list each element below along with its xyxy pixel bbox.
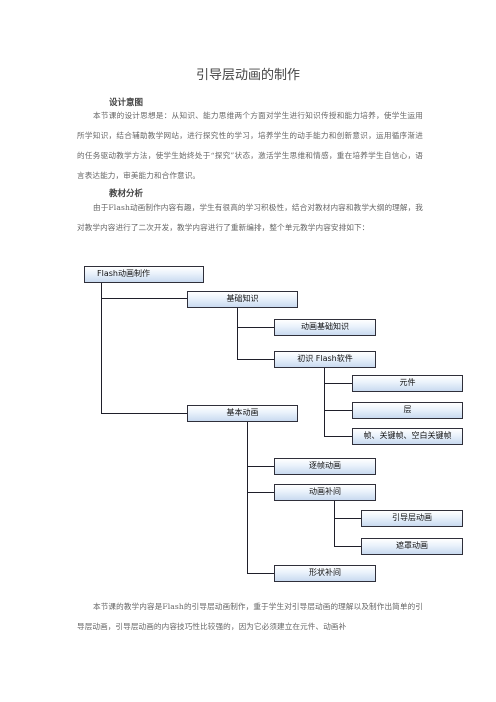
connector bbox=[334, 501, 336, 547]
connector bbox=[101, 413, 187, 415]
root-connector bbox=[101, 283, 103, 414]
tree-node-mask: 遮罩动画 bbox=[361, 538, 463, 555]
connector bbox=[237, 308, 239, 360]
connector bbox=[247, 466, 274, 468]
connector bbox=[324, 383, 352, 385]
tree-node-root: Flash动画制作 bbox=[84, 266, 204, 283]
tree-node-layer: 层 bbox=[352, 402, 463, 419]
analysis-paragraph: 由于Flash动画制作内容有趣，学生有很高的学习积极性，结合对教材内容和教学大纲… bbox=[77, 203, 423, 232]
page-title: 引导层动画的制作 bbox=[195, 68, 300, 83]
connector bbox=[324, 436, 352, 438]
tree-node-basic-animation: 基本动画 bbox=[187, 405, 298, 422]
tree-node-intro-flash: 初识 Flash软件 bbox=[274, 351, 376, 368]
tree-node-basic-knowledge: 基础知识 bbox=[187, 291, 298, 308]
tree-node-animation-basics: 动画基础知识 bbox=[274, 319, 376, 336]
design-paragraph: 本节课的设计思想是：从知识、能力思维两个方面对学生进行知识传授和能力培养，使学生… bbox=[77, 111, 423, 180]
connector bbox=[334, 518, 361, 520]
tree-node-symbol: 元件 bbox=[352, 375, 463, 392]
tree-node-frame-by-frame: 逐帧动画 bbox=[274, 458, 376, 475]
analysis-heading: 教材分析 bbox=[109, 189, 144, 199]
connector bbox=[334, 546, 361, 548]
connector bbox=[324, 410, 352, 412]
connector bbox=[237, 327, 274, 329]
bottom-paragraph: 本节课的教学内容是Flash的引导层动画制作，重于学生对引导层动画的理解以及制作… bbox=[77, 602, 423, 631]
connector bbox=[237, 359, 274, 361]
connector bbox=[324, 367, 326, 436]
connector bbox=[247, 422, 249, 574]
tree-node-shape-tween: 形状补间 bbox=[274, 565, 376, 582]
tree-node-frames: 帧、关键帧、空白关键帧 bbox=[352, 428, 463, 445]
connector bbox=[247, 492, 274, 494]
connector bbox=[247, 573, 274, 575]
connector bbox=[101, 298, 187, 300]
design-heading: 设计意图 bbox=[109, 98, 144, 108]
tree-node-guide-layer: 引导层动画 bbox=[361, 510, 463, 527]
tree-node-motion-tween: 动画补间 bbox=[274, 484, 376, 501]
